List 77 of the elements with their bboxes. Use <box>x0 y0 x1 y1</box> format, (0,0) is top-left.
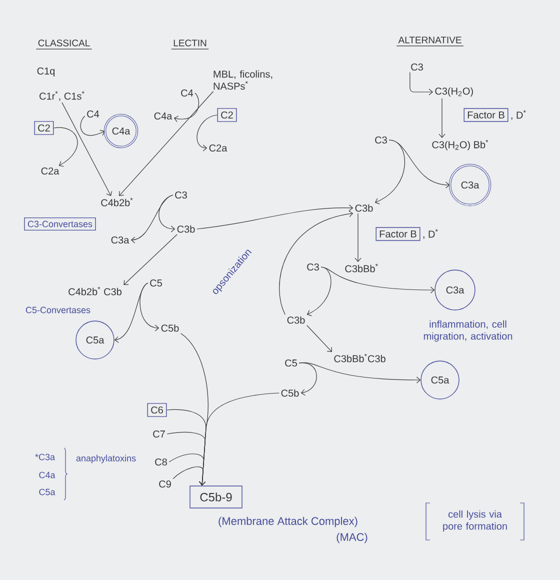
arrow <box>388 140 450 188</box>
arrow <box>374 140 405 204</box>
term-label: C5 <box>150 279 162 287</box>
boxed-term: C5b-9 <box>190 486 242 508</box>
term-label: C4 <box>87 110 100 118</box>
term-label: C3a <box>111 236 130 244</box>
arrow <box>174 92 200 122</box>
arrow <box>53 127 78 167</box>
term-label: C3 <box>375 136 387 144</box>
term-label: C8 <box>155 458 167 466</box>
boxed-term: C3-Convertases <box>24 217 96 231</box>
side-note: (Membrane Attack Complex) <box>218 516 358 528</box>
circled-term: C5a <box>76 320 114 360</box>
term-label: C3b <box>287 316 305 324</box>
arrow <box>410 72 433 96</box>
term-label: C5 <box>285 359 297 367</box>
term-label: C3b <box>355 204 373 212</box>
arrow <box>320 266 435 294</box>
term-label: MBL, ficolins, NASPs$^{*}$ <box>214 70 272 90</box>
term-label: C5b <box>281 389 299 397</box>
note-text: cell lysis via pore formation <box>443 510 507 532</box>
arrow <box>124 234 178 286</box>
term-label: C7 <box>153 430 165 438</box>
heading: LECTIN <box>171 40 209 50</box>
term-label: C9 <box>159 480 171 488</box>
term-label: C3(H$_{2}$O) <box>435 87 473 97</box>
arrow <box>196 114 218 152</box>
term-label: C4b2b$^{*}$ C3b <box>68 286 122 296</box>
term-label: C1r$^{*}$, C1s$^{*}$ <box>40 91 84 101</box>
term-label: C3 <box>175 191 187 199</box>
arrow <box>298 362 421 384</box>
arrow <box>62 102 112 196</box>
term-label: C1q <box>37 67 55 77</box>
boxed-term: C6 <box>147 403 167 417</box>
arrow <box>158 194 176 232</box>
heading: CLASSICAL <box>36 40 92 50</box>
note-text: inflammation, cell migration, activation <box>424 320 512 342</box>
side-note: , D$^{*}$ <box>423 229 438 239</box>
term-label: *C3a <box>35 454 55 460</box>
arrow <box>306 266 332 316</box>
term-label: C2a <box>41 167 60 175</box>
term-label: C3(H$_{2}$O) Bb$^{*}$ <box>432 140 488 150</box>
term-label: C3bBb$^{*}$C3b <box>334 354 386 362</box>
arrow <box>172 466 206 486</box>
boxed-term: Factor B <box>376 227 420 241</box>
arrow <box>354 213 362 262</box>
note-text: C5-Convertases <box>26 306 90 314</box>
term-label: C3b <box>177 225 195 233</box>
heading: ALTERNATIVE <box>396 36 464 46</box>
term-label: C3 <box>307 263 319 271</box>
circled-term: C3a <box>448 164 492 206</box>
term-label: C4 <box>181 89 194 97</box>
arrow <box>279 210 354 315</box>
arrow <box>80 116 105 136</box>
circled-term: C5a <box>420 360 460 400</box>
arrow <box>140 282 160 332</box>
term-label: C3bBb$^{*}$ <box>345 264 378 272</box>
note-text: anaphylatoxins <box>76 454 136 464</box>
arrow <box>196 204 354 230</box>
arrow <box>298 362 317 396</box>
term-label: C4a <box>154 112 172 120</box>
term-label: C4b2b$^{*}$ <box>101 198 133 206</box>
boxed-term: C2 <box>34 121 54 135</box>
boxed-term: C2 <box>217 108 237 122</box>
arrow <box>119 91 214 196</box>
term-label: C2a <box>209 144 228 152</box>
term-label: C4a <box>39 472 56 478</box>
circled-term: C4a <box>104 114 138 148</box>
arrow <box>438 98 446 138</box>
term-label: C5b <box>161 324 179 332</box>
circled-term: C3a <box>434 270 476 310</box>
boxed-term: Factor B <box>464 108 508 122</box>
term-label: C3 <box>411 63 423 71</box>
side-note: (MAC) <box>336 532 368 544</box>
side-note: , D$^{*}$ <box>511 110 526 120</box>
term-label: C5a <box>39 488 56 496</box>
arrow <box>306 325 332 352</box>
